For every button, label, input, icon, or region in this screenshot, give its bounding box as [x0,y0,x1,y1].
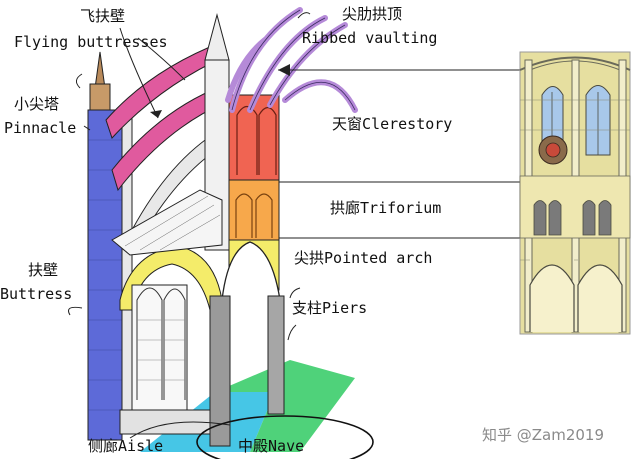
label-triforium: 拱廊Triforium [330,200,441,217]
label-ribbed-vaulting-zh: 尖肋拱顶 [342,5,403,23]
label-clerestory-en: Clerestory [362,115,453,133]
label-pointed-arch-en: Pointed arch [324,249,433,267]
nave-elevation [519,51,631,335]
label-buttress-en: Buttress [0,285,73,303]
label-piers: 支柱Piers [292,300,367,317]
nave-ellipse [196,415,374,463]
label-nave: 中殿Nave [238,438,304,455]
label-clerestory: 天窗Clerestory [332,116,452,133]
floor-nave [215,360,355,452]
label-aisle: 侧廊Aisle [88,438,163,455]
label-clerestory-zh: 天窗 [332,115,363,133]
triforium-zone [228,179,280,241]
label-aisle-zh: 侧廊 [88,437,119,455]
pier-left [209,295,231,447]
label-piers-en: Piers [322,299,368,317]
label-flying-buttresses-en: Flying buttresses [14,33,168,51]
label-nave-zh: 中殿 [238,437,269,455]
watermark: 知乎 @Zam2019 [482,426,605,444]
label-pointed-arch-zh: 尖拱 [294,249,325,267]
label-nave-en: Nave [268,437,305,455]
label-flying-buttresses-zh: 飞扶壁 [80,7,126,25]
label-pinnacle-zh: 小尖塔 [14,95,60,113]
label-triforium-en: Triforium [360,199,442,217]
label-pointed-arch: 尖拱Pointed arch [294,250,432,267]
label-triforium-zh: 拱廊 [330,199,361,217]
label-aisle-en: Aisle [118,437,164,455]
label-pinnacle-en: Pinnacle [4,119,77,137]
label-piers-zh: 支柱 [292,299,323,317]
buttress-tower [87,109,123,441]
label-buttress-zh: 扶壁 [28,261,59,279]
pier-right [267,295,285,415]
pointer-lines [68,12,520,439]
pointed-arch [221,241,281,301]
label-ribbed-vaulting-en: Ribbed vaulting [302,29,438,47]
